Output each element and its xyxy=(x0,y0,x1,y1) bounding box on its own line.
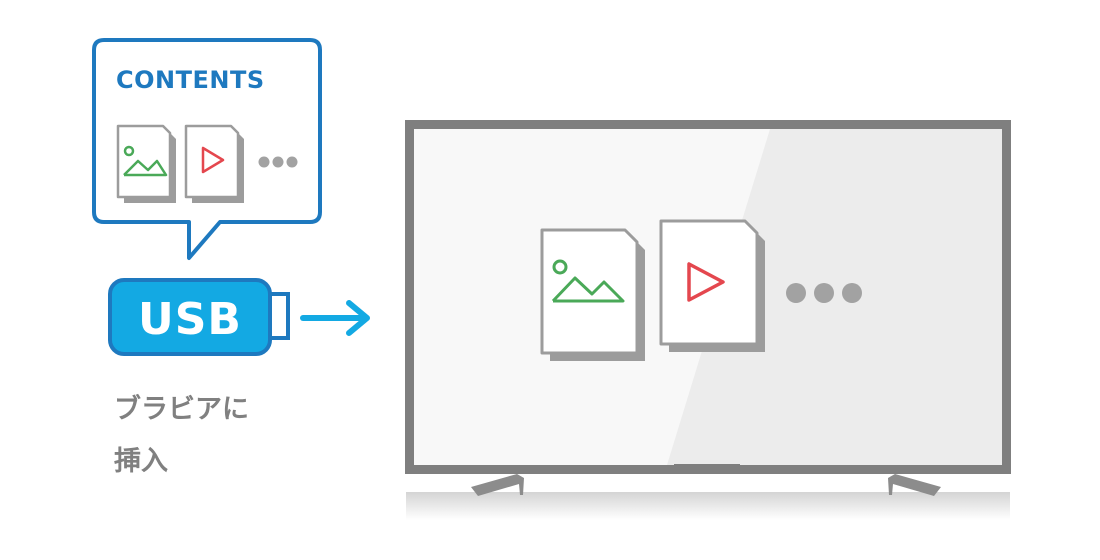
usb-stick: USB xyxy=(108,278,290,356)
tv-stand-right xyxy=(888,474,941,496)
usb-body xyxy=(108,278,272,356)
instruction-line-1: ブラビアに xyxy=(114,393,249,425)
insert-arrow-icon xyxy=(300,300,370,336)
contents-title: CONTENTS xyxy=(116,66,265,94)
more-dots-icon xyxy=(786,283,862,303)
image-file-icon xyxy=(540,228,645,361)
television xyxy=(405,120,1011,520)
contents-speech-bubble: CONTENTS xyxy=(92,38,322,260)
more-dots-icon xyxy=(258,156,298,168)
tv-stand-left xyxy=(471,474,524,496)
floor-shadow xyxy=(406,492,1010,520)
video-file-icon xyxy=(659,219,765,352)
usb-label: USB xyxy=(138,294,242,345)
tv-center-tab xyxy=(674,464,740,474)
instruction-line-2: 挿入 xyxy=(114,446,168,477)
video-file-icon xyxy=(184,124,244,203)
image-file-icon xyxy=(116,124,176,203)
